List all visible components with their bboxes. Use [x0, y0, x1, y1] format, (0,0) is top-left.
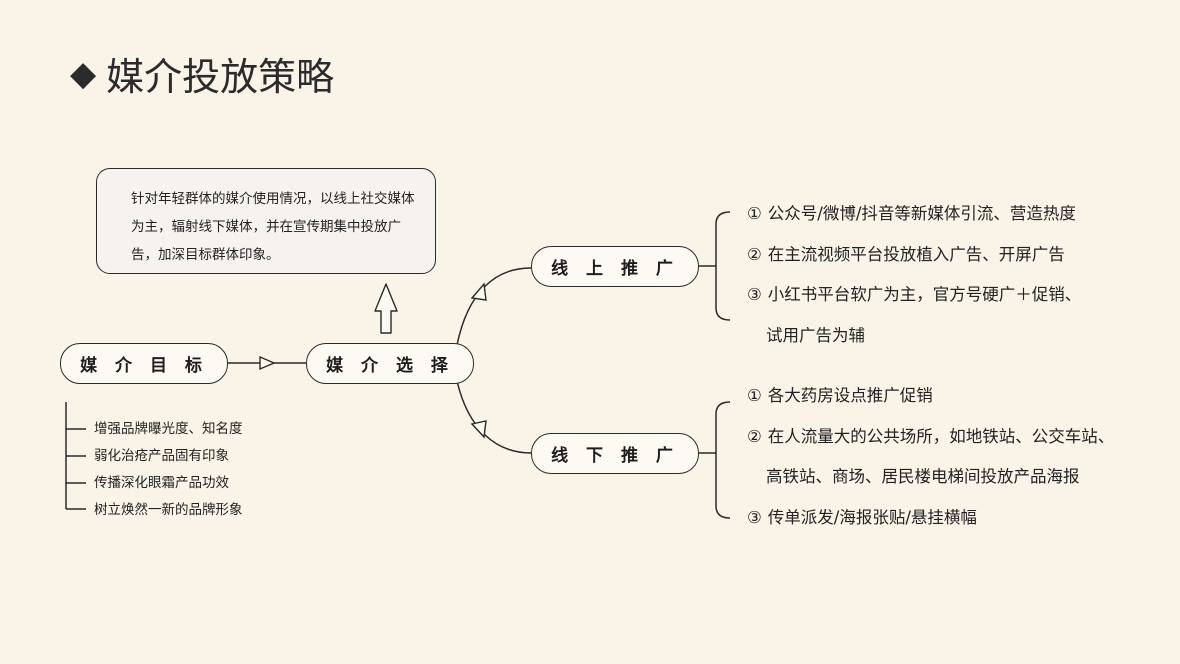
- item-number: ①: [747, 204, 762, 223]
- up-arrow: [374, 283, 398, 334]
- goal-item: 树立焕然一新的品牌形象: [94, 502, 243, 518]
- node-media-choice: 媒 介 选 择: [306, 343, 474, 384]
- item-text: 试用广告为辅: [766, 325, 865, 345]
- item-text: 小红书平台软广为主，官方号硬广＋促销、: [767, 285, 1082, 304]
- item-number: ③: [747, 285, 762, 304]
- node-offline-promotion: 线 下 推 广: [531, 433, 699, 474]
- goals-bracket: [65, 402, 86, 510]
- offline-item: ① 各大药房设点推广促销: [747, 376, 1114, 417]
- online-bracket: [715, 211, 731, 321]
- item-number: ①: [747, 386, 762, 405]
- page-title: ◆ 媒介投放策略: [70, 46, 334, 101]
- goal-item: 增强品牌曝光度、知名度: [94, 421, 243, 437]
- item-text: 在主流视频平台投放植入广告、开屏广告: [767, 244, 1065, 264]
- online-item: ① 公众号/微博/抖音等新媒体引流、营造热度: [747, 194, 1081, 235]
- goal-to-choice-arrowhead: [259, 355, 276, 371]
- online-item-continuation: 试用广告为辅: [747, 316, 1081, 357]
- node-online-promotion: 线 上 推 广: [531, 246, 699, 287]
- node-media-goal: 媒 介 目 标: [60, 343, 228, 384]
- choice-to-offline-curve: [456, 380, 532, 454]
- online-item: ③ 小红书平台软广为主，官方号硬广＋促销、: [747, 275, 1081, 316]
- offline-bracket: [715, 401, 731, 519]
- item-text: 在人流量大的公共场所，如地铁站、公交车站、: [767, 426, 1115, 446]
- item-text: 公众号/微博/抖音等新媒体引流、营造热度: [767, 204, 1076, 223]
- choice-to-online-curve: [456, 267, 532, 346]
- choice-to-offline-arrowhead: [470, 420, 487, 439]
- choice-to-online-arrowhead: [470, 282, 487, 301]
- goal-list: 增强品牌曝光度、知名度 弱化治疮产品固有印象 传播深化眼霜产品功效 树立焕然一新…: [94, 416, 243, 524]
- goal-item: 传播深化眼霜产品功效: [94, 475, 229, 491]
- item-text: 各大药房设点推广促销: [767, 386, 933, 405]
- item-text: 传单派发/海报张贴/悬挂横幅: [767, 507, 977, 527]
- strategy-callout: 针对年轻群体的媒介使用情况，以线上社交媒体为主，辐射线下媒体，并在宣传期集中投放…: [96, 168, 436, 274]
- item-text: 高铁站、商场、居民楼电梯间投放产品海报: [766, 467, 1080, 486]
- item-number: ②: [747, 426, 762, 446]
- item-number: ③: [747, 507, 762, 527]
- page-title-text: 媒介投放策略: [106, 55, 335, 99]
- goal-item: 弱化治疮产品固有印象: [94, 448, 229, 464]
- diamond-icon: ◆: [70, 53, 97, 94]
- item-number: ②: [747, 244, 762, 264]
- offline-item-continuation: 高铁站、商场、居民楼电梯间投放产品海报: [747, 457, 1114, 498]
